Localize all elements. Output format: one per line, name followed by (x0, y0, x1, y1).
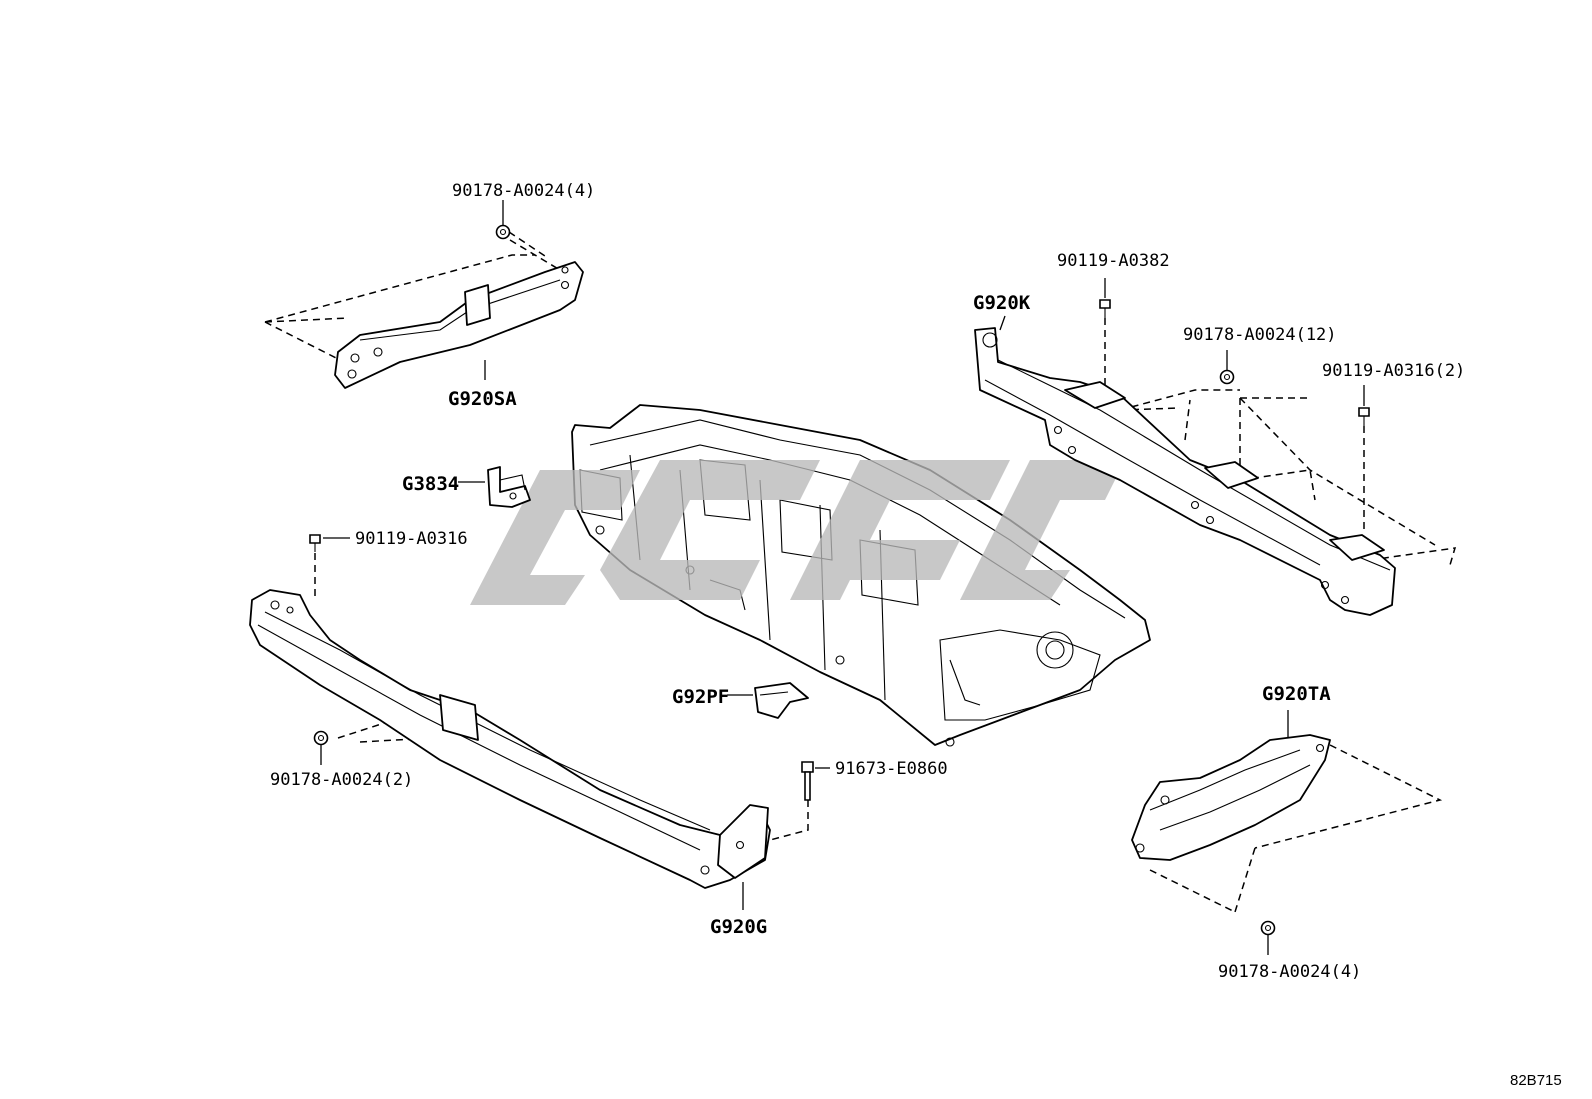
callout-g920g-nut: 90178-A0024(2) (270, 770, 413, 790)
callout-bolt-a0382: 90119-A0382 (1057, 251, 1170, 271)
callout-bolt-a0316-2: 90119-A0316(2) (1322, 361, 1465, 381)
callout-g3834: G3834 (402, 473, 459, 495)
callout-g920k: G920K (973, 292, 1031, 314)
nut-90178-a0024-lower-left-icon (313, 730, 329, 746)
callout-g92pf: G92PF (672, 686, 729, 708)
bracket-g920g (249, 589, 771, 889)
bolt-90119-a0382-icon (1099, 299, 1111, 318)
callout-g920ta: G920TA (1262, 683, 1331, 705)
nut-90178-a0024-12-icon (1219, 369, 1235, 385)
callout-g920k-nut: 90178-A0024(12) (1183, 325, 1337, 345)
callout-g920sa: G920SA (448, 388, 517, 410)
bracket-g920ta (1131, 734, 1443, 913)
callout-g920ta-nut: 90178-A0024(4) (1218, 962, 1361, 982)
watermark-logo (470, 460, 1125, 605)
callout-g920sa-nut: 90178-A0024(4) (452, 181, 595, 201)
callout-bolt-left: 90119-A0316 (355, 529, 468, 549)
leader-lines (314, 200, 1365, 955)
diagram-reference-code: 82B715 (1510, 1072, 1562, 1089)
clip-g3834 (487, 466, 531, 508)
bracket-g920sa (264, 239, 584, 389)
callout-g920g: G920G (710, 916, 767, 938)
callout-bolt-91673: 91673-E0860 (835, 759, 948, 779)
bolt-90119-a0316-2-icon (1358, 407, 1370, 426)
nut-90178-a0024-bottom-right-icon (1260, 920, 1276, 936)
nut-90178-a0024-top-left-icon (495, 224, 511, 240)
bolt-91673-e0860-icon (801, 761, 814, 801)
bolt-90119-a0316-icon (309, 534, 321, 552)
bracket-g92pf (754, 682, 809, 719)
crossmember-g920k (974, 327, 1457, 616)
